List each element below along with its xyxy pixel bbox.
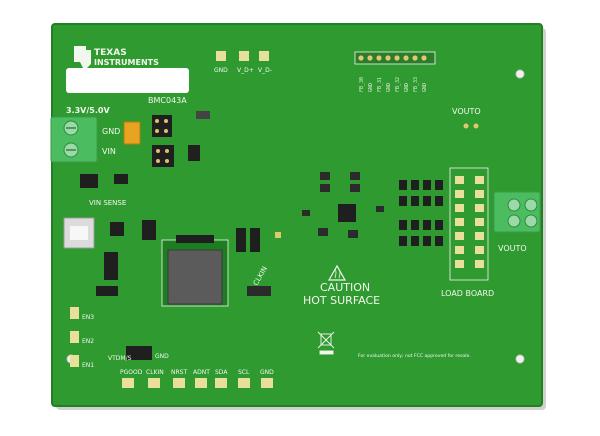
tp-adnt-label: ADNT (193, 369, 210, 376)
mcu-headers (176, 228, 281, 296)
vouto-top-label: VOUTO (452, 107, 481, 116)
tp-sda-label: SDA (215, 369, 228, 376)
weee-icon (317, 331, 335, 355)
model-label: BMC043A (148, 96, 187, 105)
load-resistor-array (399, 167, 489, 281)
en1-label: EN1 (82, 362, 94, 369)
brand-line1: TEXAS (94, 48, 127, 58)
ti-logo: TEXAS INSTRUMENTS (74, 46, 159, 68)
hdr-pin-7: FB_33 (413, 77, 419, 92)
tp-nrst-label: NRST (171, 369, 187, 376)
top-pin-header: FB_30 GND FB_31 GND FB_32 GND FB_33 GND (354, 51, 436, 92)
label-sticker-area (66, 68, 189, 93)
vouto-right-label: VOUTO (498, 244, 527, 253)
input-terminal-block (50, 116, 98, 163)
en3-label: EN3 (82, 314, 94, 321)
en2-label: EN2 (82, 338, 94, 345)
hdr-pin-2: GND (368, 83, 374, 92)
tp-gnd-bottom-label: GND (260, 369, 274, 376)
tp-gnd-label: GND (214, 67, 228, 74)
output-terminal-block (493, 191, 541, 233)
hdr-pin-5: FB_32 (395, 77, 401, 92)
tp-vdp-label: V_D+ (237, 67, 254, 74)
hdr-pin-3: FB_31 (377, 77, 383, 92)
vtdm-label: VTDM/S (108, 355, 132, 362)
vtdm-header (126, 346, 152, 360)
left-mid-components (96, 220, 156, 296)
enable-test-points (70, 307, 79, 367)
vouto-top-pads (463, 123, 479, 129)
hdr-pin-4: GND (386, 83, 392, 92)
pcb (52, 24, 542, 406)
tp-pgood-label: PGOOD (120, 369, 143, 376)
caution-label: CAUTION (320, 281, 370, 294)
load-board-label: LOAD BOARD (441, 289, 494, 298)
vin-sense-label: VIN SENSE (89, 199, 126, 207)
tp-clkin-label: CLKIN (146, 369, 164, 376)
tp-scl-label: SCL (238, 369, 250, 376)
power-stage-components (302, 172, 384, 238)
hdr-pin-8: GND (422, 83, 428, 92)
caution-icon (327, 264, 347, 281)
fcc-note: For evaluation only; not FCC approved fo… (358, 353, 471, 359)
gnd-small-label: GND (155, 353, 169, 360)
supply-label: 3.3V/5.0V (66, 106, 110, 115)
brand-line2: INSTRUMENTS (94, 58, 159, 67)
tp-vdm-label: V_D- (258, 67, 272, 74)
vin-label: VIN (102, 147, 116, 156)
hdr-pin-1: FB_30 (359, 77, 365, 92)
gnd-label: GND (102, 127, 120, 136)
hot-surface-label: HOT SURFACE (303, 294, 380, 307)
top-test-points: GND V_D+ V_D- (214, 51, 272, 74)
mcu-chip (161, 239, 229, 307)
bottom-test-points: PGOOD CLKIN NRST ADNT SDA SCL GND (120, 369, 274, 388)
hdr-pin-6: GND (404, 83, 410, 92)
input-components (80, 111, 210, 188)
